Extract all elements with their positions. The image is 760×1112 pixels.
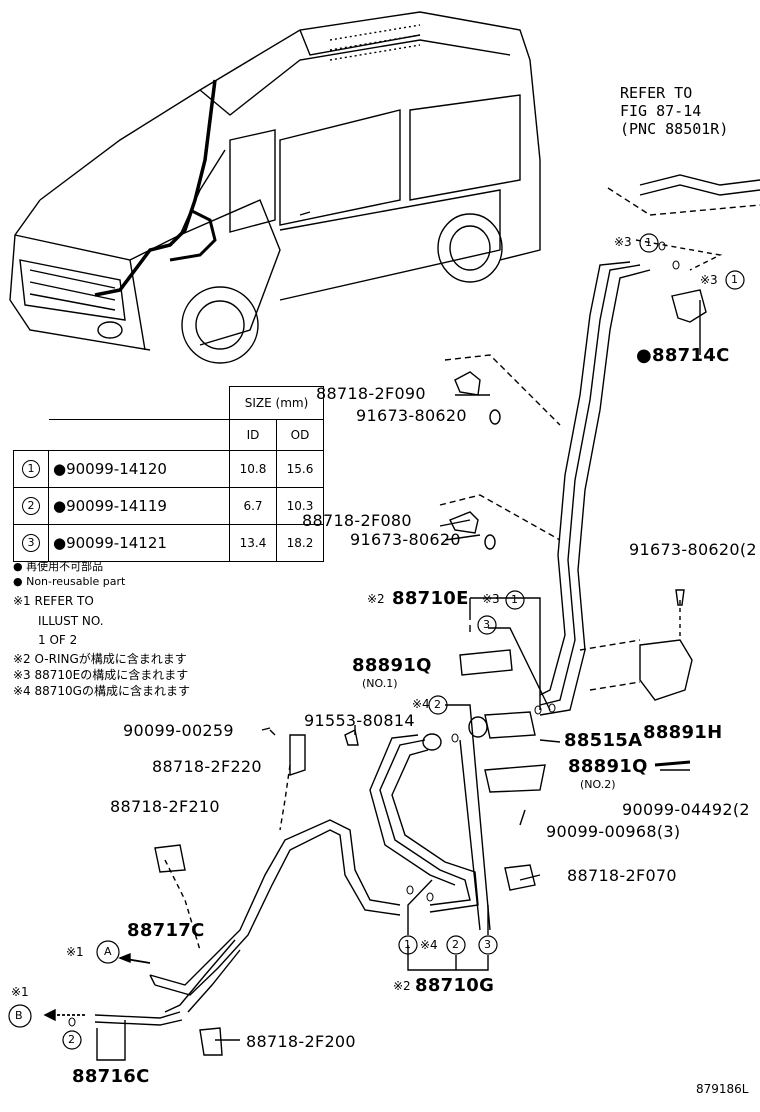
circle-3-a: 3 [483,618,490,631]
part-88891q-2[interactable]: 88891Q [568,756,648,777]
mark-3-a: ※3 [614,235,632,249]
part-90099-00968[interactable]: 90099-00968(3) [546,822,681,841]
part-88710e[interactable]: 88710E [392,588,469,609]
row-part[interactable]: ●90099-14119 [48,487,230,525]
part-88718-2f090[interactable]: 88718-2F090 [316,384,426,403]
mark-2-a: ※2 [367,592,385,606]
row-part[interactable]: ●90099-14120 [48,450,230,488]
col-id: ID [229,419,277,451]
circle-1-a: 1 [645,236,652,249]
mark-3-b: ※3 [700,273,718,287]
refer-note: REFER TO FIG 87-14 (PNC 88501R) [620,84,728,138]
mark-3-c: ※3 [482,592,500,606]
size-table: SIZE (mm) ID OD 1 ●90099-14120 10.8 15.6… [13,386,324,562]
part-91673-80620-a[interactable]: 91673-80620 [356,406,467,425]
mark-4-a: ※4 [412,697,430,711]
legend-line7: ※3 88710Eの構成に含まれます [13,668,189,682]
circle-2-b: 2 [452,938,459,951]
legend-line6: ※2 O-RINGが構成に含まれます [13,652,187,666]
table-row: 3 ●90099-14121 13.4 18.2 [13,524,324,562]
circle-2-a: 2 [434,698,441,711]
table-row: 2 ●90099-14119 6.7 10.3 [13,487,324,525]
mark-1-a: ※1 [66,945,84,959]
circle-2-c: 2 [68,1033,75,1046]
part-88718-2f200[interactable]: 88718-2F200 [246,1032,356,1051]
row-id: 13.4 [229,524,277,562]
table-row: 1 ●90099-14120 10.8 15.6 [13,450,324,488]
size-header: SIZE (mm) [229,386,324,420]
part-88710g[interactable]: 88710G [415,975,495,996]
col-od: OD [276,419,324,451]
row-od: 18.2 [276,524,324,562]
van-illustration [9,11,541,364]
part-88891q-2-sub: (NO.2) [580,778,616,791]
part-88891q-1[interactable]: 88891Q [352,655,432,676]
circle-a: A [104,945,112,958]
part-91673-80620-b[interactable]: 91673-80620 [350,530,461,549]
mark-2-b: ※2 [393,979,411,993]
row-num: 3 [22,534,40,552]
row-od: 10.3 [276,487,324,525]
row-id: 6.7 [229,487,277,525]
part-88714c[interactable]: ●88714C [636,345,730,366]
part-88718-2f080[interactable]: 88718-2F080 [302,511,412,530]
row-num: 2 [22,497,40,515]
part-91673-80620-2[interactable]: 91673-80620(2 [629,540,757,559]
mark-1-b: ※1 [11,985,29,999]
part-88718-2f220[interactable]: 88718-2F220 [152,757,262,776]
figure-id: 879186L [696,1082,749,1096]
part-88716c[interactable]: 88716C [72,1066,150,1087]
refer-line3: (PNC 88501R) [620,120,729,138]
row-part[interactable]: ●90099-14121 [48,524,230,562]
legend-line2: ● Non-reusable part [13,575,126,588]
part-91553-80814[interactable]: 91553-80814 [304,711,415,730]
part-90099-04492[interactable]: 90099-04492(2 [622,800,750,819]
part-90099-00259[interactable]: 90099-00259 [123,721,234,740]
row-od: 15.6 [276,450,324,488]
circle-3-b: 3 [484,938,491,951]
part-88891h[interactable]: 88891H [643,722,723,743]
circle-1-d: 1 [404,938,411,951]
part-88515a[interactable]: 88515A [564,730,643,751]
legend-line5: 1 OF 2 [38,633,78,647]
row-id: 10.8 [229,450,277,488]
legend-line1: ● 再使用不可部品 [13,560,104,573]
circle-b: B [15,1009,23,1022]
part-88891q-1-sub: (NO.1) [362,677,398,690]
mark-4-b: ※4 [420,938,438,952]
legend-line4: ILLUST NO. [38,614,104,628]
row-num: 1 [22,460,40,478]
refer-line2: FIG 87-14 [620,102,702,120]
legend-line3: ※1 REFER TO [13,594,94,608]
circle-1-c: 1 [511,593,518,606]
part-88718-2f070[interactable]: 88718-2F070 [567,866,677,885]
circle-1-b: 1 [731,273,738,286]
part-88718-2f210[interactable]: 88718-2F210 [110,797,220,816]
part-88717c[interactable]: 88717C [127,920,205,941]
legend-line8: ※4 88710Gの構成に含まれます [13,684,190,698]
refer-line1: REFER TO [620,84,693,102]
